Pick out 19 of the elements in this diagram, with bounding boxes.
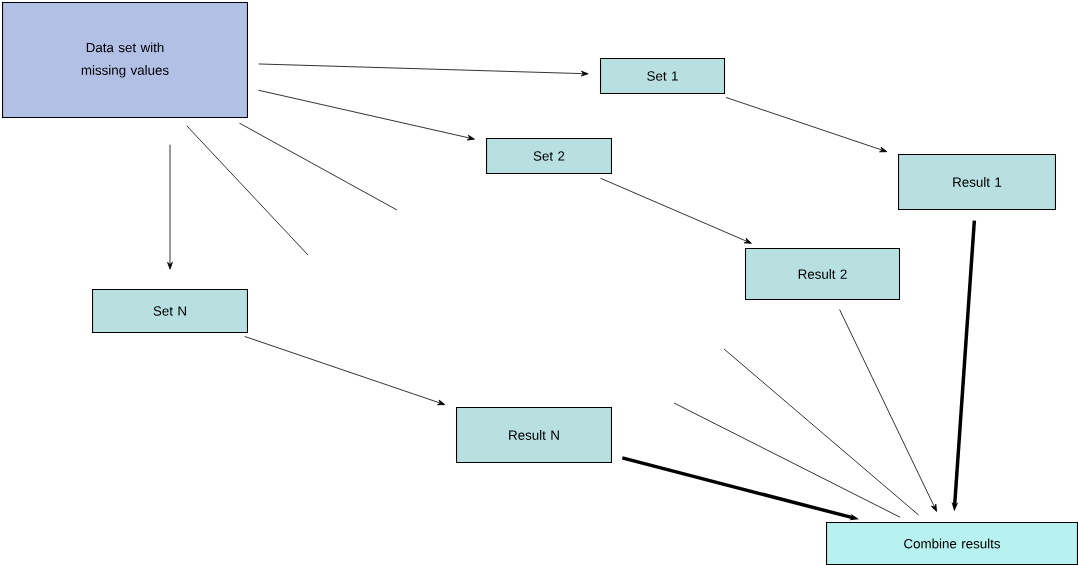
process-box: Result 2 xyxy=(744,248,901,300)
arrow xyxy=(258,89,475,141)
process-box: Set 1 xyxy=(599,58,726,94)
arrow xyxy=(839,309,937,512)
process-box: Set 2 xyxy=(486,138,612,174)
process-box: Combine results xyxy=(826,522,1078,565)
process-box: Result 1 xyxy=(898,154,1056,210)
arrow xyxy=(600,177,752,244)
arrow xyxy=(725,97,888,153)
line xyxy=(723,348,920,516)
line xyxy=(239,122,398,211)
arrow xyxy=(244,336,446,406)
arrow xyxy=(258,63,589,77)
process-box: Data set with missing values xyxy=(2,2,248,118)
line xyxy=(673,402,901,518)
line xyxy=(186,125,309,256)
process-box: Result N xyxy=(456,407,612,463)
process-box: Set N xyxy=(92,289,248,333)
arrow xyxy=(167,144,173,270)
